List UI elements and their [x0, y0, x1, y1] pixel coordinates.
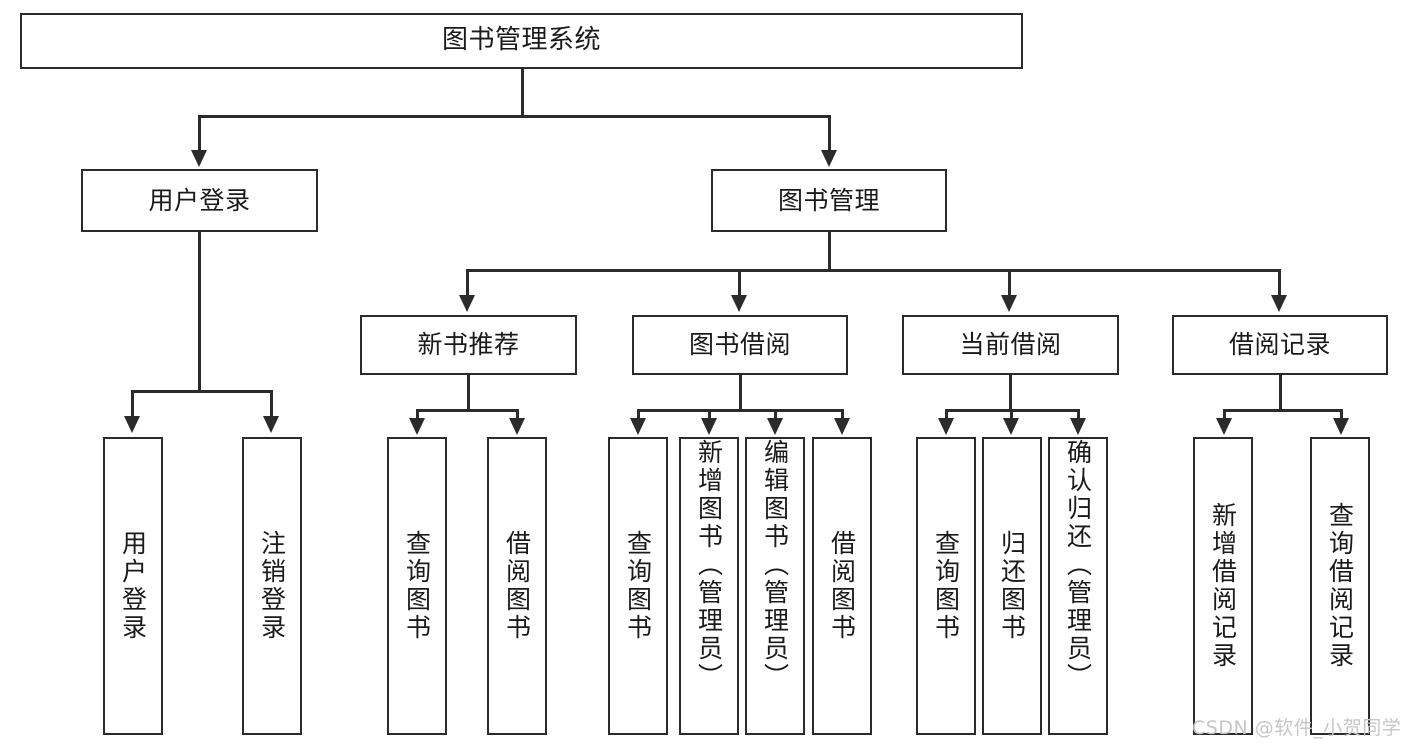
leaf-new-book-query-label: 查询图书 [402, 530, 432, 642]
node-user-login-label: 用户登录 [148, 185, 251, 215]
leaf-borrow-book-label: 借阅图书 [827, 530, 857, 642]
edge-drop-book-manage [828, 115, 831, 153]
edge-drop-new-book [466, 269, 469, 297]
node-new-book-recommend-label: 新书推荐 [417, 330, 520, 359]
edge-user-login-drop-2 [270, 390, 273, 418]
edge-drop-user-login [198, 115, 201, 153]
edge-user-login-bus [131, 390, 270, 393]
arrow-leaf-book-borrow-4 [834, 418, 850, 435]
arrow-leaf-user-login-2 [263, 416, 279, 433]
leaf-user-login-label: 用户登录 [118, 530, 148, 642]
arrow-leaf-current-borrow-3 [1070, 418, 1086, 435]
edge-book-borrow-drop-3 [774, 409, 777, 421]
leaf-logout[interactable]: 注销登录 [242, 437, 302, 735]
node-root-label: 图书管理系统 [441, 25, 601, 56]
edge-book-borrow-drop-1 [637, 409, 640, 421]
edge-current-borrow-drop-3 [1077, 409, 1080, 421]
edge-level2-bus [199, 115, 831, 118]
leaf-query-borrow-record-label: 查询借阅记录 [1325, 502, 1355, 670]
leaf-user-login[interactable]: 用户登录 [103, 437, 163, 735]
node-root[interactable]: 图书管理系统 [20, 13, 1023, 69]
leaf-add-borrow-record[interactable]: 新增借阅记录 [1193, 437, 1253, 735]
node-current-borrow-label: 当前借阅 [959, 330, 1062, 359]
leaf-edit-book-admin[interactable]: 编辑图书（管理员） [745, 437, 805, 735]
leaf-confirm-return-admin-label: 确认归还（管理员） [1063, 439, 1093, 691]
arrow-leaf-borrow-record-1 [1216, 418, 1232, 435]
edge-new-book-drop-2 [516, 409, 519, 421]
leaf-return-book-label: 归还图书 [997, 530, 1027, 642]
arrow-book-manage [821, 150, 837, 167]
arrow-leaf-borrow-record-2 [1333, 418, 1349, 435]
arrow-borrow-record [1271, 295, 1287, 312]
leaf-query-borrow-record[interactable]: 查询借阅记录 [1310, 437, 1370, 735]
node-user-login[interactable]: 用户登录 [81, 169, 318, 232]
edge-current-borrow-stem [1009, 375, 1012, 411]
edge-borrow-record-bus [1223, 409, 1343, 412]
edge-book-borrow-drop-4 [841, 409, 844, 421]
leaf-borrow-query-book-label: 查询图书 [623, 530, 653, 642]
edge-drop-book-borrow [738, 269, 741, 297]
arrow-user-login [191, 150, 207, 167]
edge-drop-borrow-record [1278, 269, 1281, 297]
node-borrow-record[interactable]: 借阅记录 [1172, 315, 1388, 375]
leaf-new-book-query[interactable]: 查询图书 [387, 437, 447, 735]
arrow-leaf-book-borrow-2 [701, 418, 717, 435]
edge-book-borrow-stem [739, 375, 742, 411]
node-book-borrow-label: 图书借阅 [688, 330, 791, 359]
edge-root-stem [521, 69, 524, 117]
watermark: CSDN @软件_小贺同学 [1192, 717, 1402, 739]
arrow-leaf-book-borrow-1 [630, 418, 646, 435]
arrow-leaf-new-book-1 [409, 418, 425, 435]
leaf-logout-label: 注销登录 [257, 530, 287, 642]
leaf-borrow-query-book[interactable]: 查询图书 [608, 437, 668, 735]
arrow-current-borrow [1001, 295, 1017, 312]
edge-drop-current-borrow [1008, 269, 1011, 297]
edge-current-borrow-drop-1 [945, 409, 948, 421]
edge-borrow-record-stem [1279, 375, 1282, 411]
leaf-current-query-book-label: 查询图书 [931, 530, 961, 642]
node-current-borrow[interactable]: 当前借阅 [902, 315, 1119, 375]
arrow-new-book [459, 295, 475, 312]
arrow-leaf-current-borrow-2 [1003, 418, 1019, 435]
node-borrow-record-label: 借阅记录 [1228, 330, 1331, 359]
edge-book-borrow-drop-2 [708, 409, 711, 421]
edge-new-book-bus [416, 409, 519, 412]
arrow-leaf-new-book-2 [509, 418, 525, 435]
node-book-manage[interactable]: 图书管理 [711, 169, 947, 232]
arrow-leaf-book-borrow-3 [767, 418, 783, 435]
edge-user-login-drop-1 [131, 390, 134, 418]
edge-new-book-drop-1 [416, 409, 419, 421]
arrow-leaf-user-login-1 [124, 416, 140, 433]
leaf-return-book[interactable]: 归还图书 [982, 437, 1042, 735]
leaf-new-book-borrow[interactable]: 借阅图书 [487, 437, 547, 735]
leaf-add-book-admin-label: 新增图书（管理员） [694, 439, 724, 691]
edge-book-manage-stem [828, 232, 831, 272]
arrow-book-borrow [731, 295, 747, 312]
leaf-new-book-borrow-label: 借阅图书 [502, 530, 532, 642]
node-new-book-recommend[interactable]: 新书推荐 [360, 315, 577, 375]
leaf-current-query-book[interactable]: 查询图书 [916, 437, 976, 735]
edge-borrow-record-drop-1 [1223, 409, 1226, 421]
edge-current-borrow-drop-2 [1010, 409, 1013, 421]
edge-new-book-stem [467, 375, 470, 411]
node-book-borrow[interactable]: 图书借阅 [632, 315, 848, 375]
leaf-add-book-admin[interactable]: 新增图书（管理员） [679, 437, 739, 735]
edge-level3-bus [466, 269, 1281, 272]
leaf-confirm-return-admin[interactable]: 确认归还（管理员） [1048, 437, 1108, 735]
edge-borrow-record-drop-2 [1340, 409, 1343, 421]
edge-book-borrow-bus [637, 409, 843, 412]
leaf-edit-book-admin-label: 编辑图书（管理员） [760, 439, 790, 691]
leaf-add-borrow-record-label: 新增借阅记录 [1208, 502, 1238, 670]
edge-user-login-stem [198, 232, 201, 392]
leaf-borrow-book[interactable]: 借阅图书 [812, 437, 872, 735]
arrow-leaf-current-borrow-1 [938, 418, 954, 435]
node-book-manage-label: 图书管理 [777, 185, 880, 215]
